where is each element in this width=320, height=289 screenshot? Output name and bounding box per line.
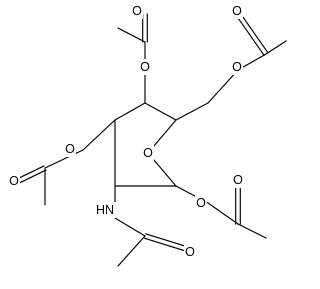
- atom-label-o4-dbl: O: [132, 4, 142, 18]
- double-bond: [14, 169, 47, 186]
- atom-label-layer: O O O O O O O O O HN O: [8, 3, 244, 260]
- single-bond: [82, 119, 116, 151]
- atom-label-o6: O: [232, 60, 242, 74]
- molecule-structure: O O O O O O O O O HN O: [8, 3, 287, 267]
- atom-label-background: [231, 3, 243, 19]
- atom-label-o3-dbl: O: [9, 174, 19, 188]
- atom-label-background: [139, 59, 151, 75]
- single-bond: [207, 202, 239, 225]
- atom-label-background: [94, 202, 116, 218]
- double-bond: [143, 237, 190, 253]
- atom-label-o1: O: [196, 196, 206, 210]
- double-bond: [239, 12, 269, 54]
- single-bond: [237, 223, 267, 239]
- atom-label-o1-dbl: O: [233, 173, 243, 187]
- atom-label-o2-dbl: O: [185, 245, 195, 259]
- atom-label-background: [64, 141, 76, 157]
- atom-label-background: [231, 59, 243, 75]
- single-bond: [117, 27, 146, 43]
- single-bond: [175, 102, 209, 121]
- single-bond: [114, 102, 146, 121]
- double-bond: [235, 14, 265, 56]
- atom-label-o4: O: [140, 60, 150, 74]
- atom-label-background: [232, 172, 244, 188]
- bond-layer: [12, 12, 287, 267]
- atom-label-o3: O: [65, 142, 75, 156]
- single-bond: [117, 235, 146, 267]
- single-bond: [265, 40, 287, 55]
- atom-label-background: [195, 195, 207, 211]
- single-bond: [44, 149, 84, 169]
- atom-label-background: [142, 145, 154, 161]
- atom-label-o-ring: O: [143, 146, 153, 160]
- atom-label-background: [8, 173, 20, 189]
- single-bond: [207, 69, 239, 104]
- structure-canvas: O O O O O O O O O HN O: [8, 3, 287, 267]
- single-bond: [114, 217, 146, 237]
- double-bond: [145, 233, 192, 249]
- single-bond: [144, 102, 177, 121]
- atom-label-background: [184, 244, 196, 260]
- atom-label-n2: HN: [96, 203, 114, 217]
- atom-label-background: [131, 3, 143, 19]
- atom-label-o6-dbl: O: [232, 4, 242, 18]
